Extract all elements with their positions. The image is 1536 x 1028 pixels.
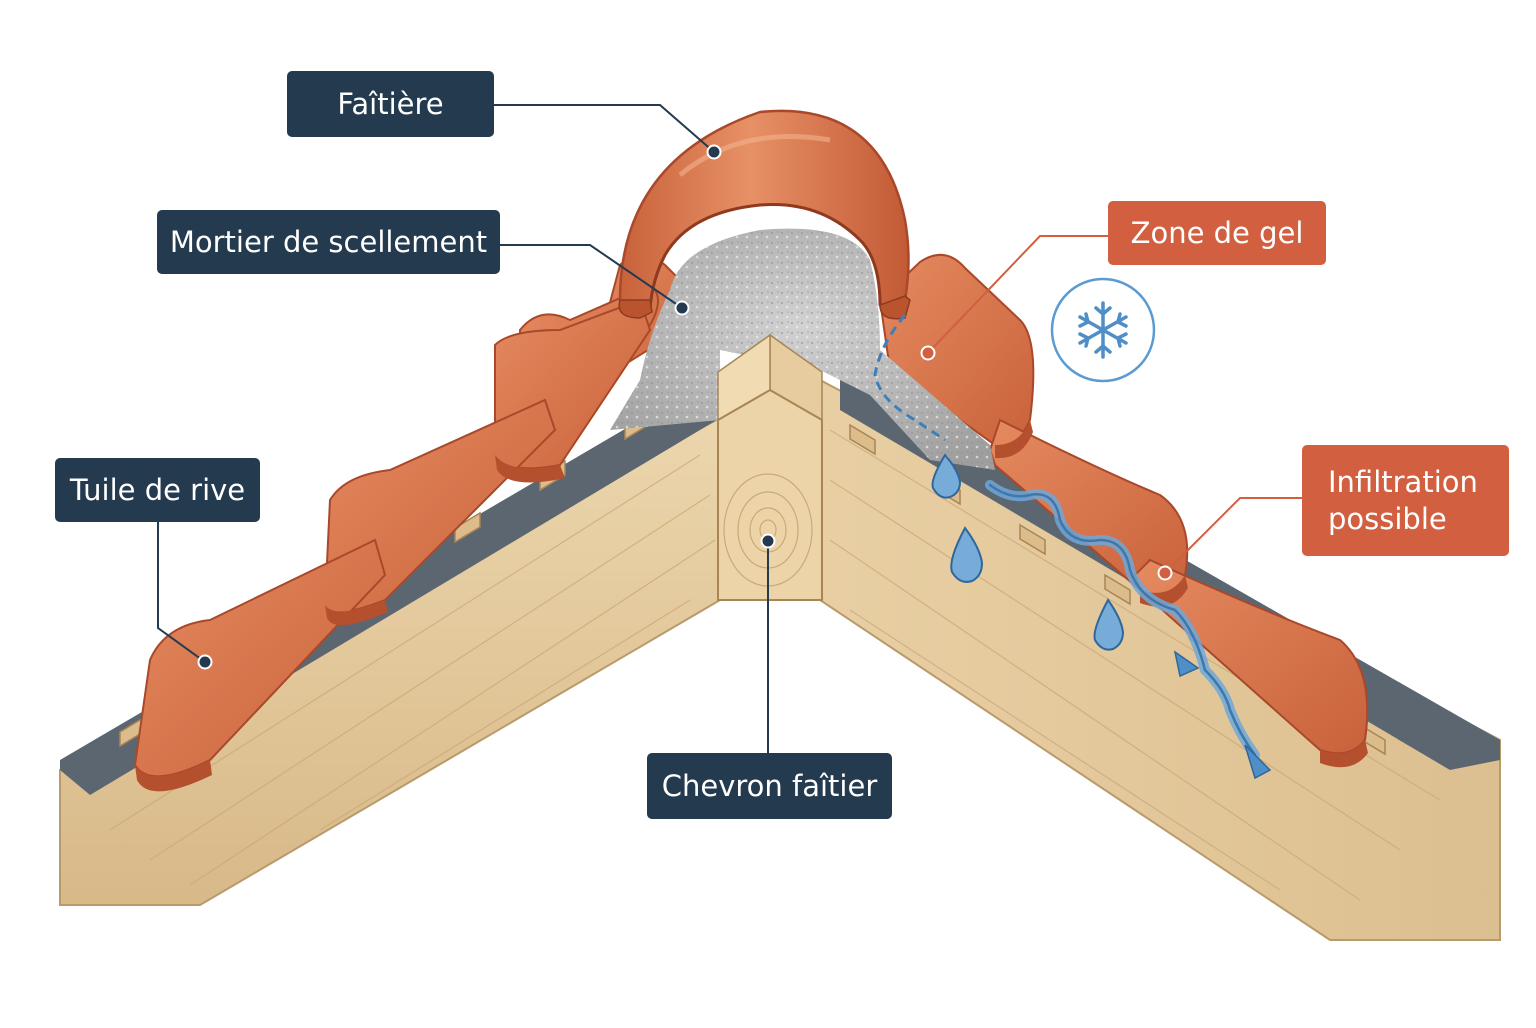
left-slope bbox=[59, 254, 721, 906]
label-faitiere: Faîtière bbox=[287, 71, 494, 137]
leader-lines bbox=[157, 104, 1302, 753]
tile-row-left bbox=[133, 254, 702, 792]
label-infiltration-line1: Infiltration bbox=[1328, 465, 1478, 500]
ridge-cap bbox=[618, 109, 911, 320]
right-slope bbox=[819, 253, 1501, 941]
label-mortier-de-scellement: Mortier de scellement bbox=[157, 210, 500, 274]
label-zone-de-gel: Zone de gel bbox=[1108, 201, 1326, 265]
label-chevron-faitier: Chevron faîtier bbox=[647, 753, 892, 819]
label-infiltration-possible: Infiltration possible bbox=[1302, 445, 1509, 556]
tile-row-right bbox=[878, 253, 1369, 768]
snowflake-icon bbox=[1050, 277, 1156, 383]
leader-dots bbox=[197, 144, 1173, 670]
label-infiltration-line2: possible bbox=[1328, 501, 1447, 536]
label-tuile-de-rive: Tuile de rive bbox=[55, 458, 260, 522]
water-flow-arrow bbox=[873, 314, 1272, 780]
ridge-beam bbox=[717, 333, 823, 601]
water-drop-icon bbox=[931, 453, 1125, 651]
